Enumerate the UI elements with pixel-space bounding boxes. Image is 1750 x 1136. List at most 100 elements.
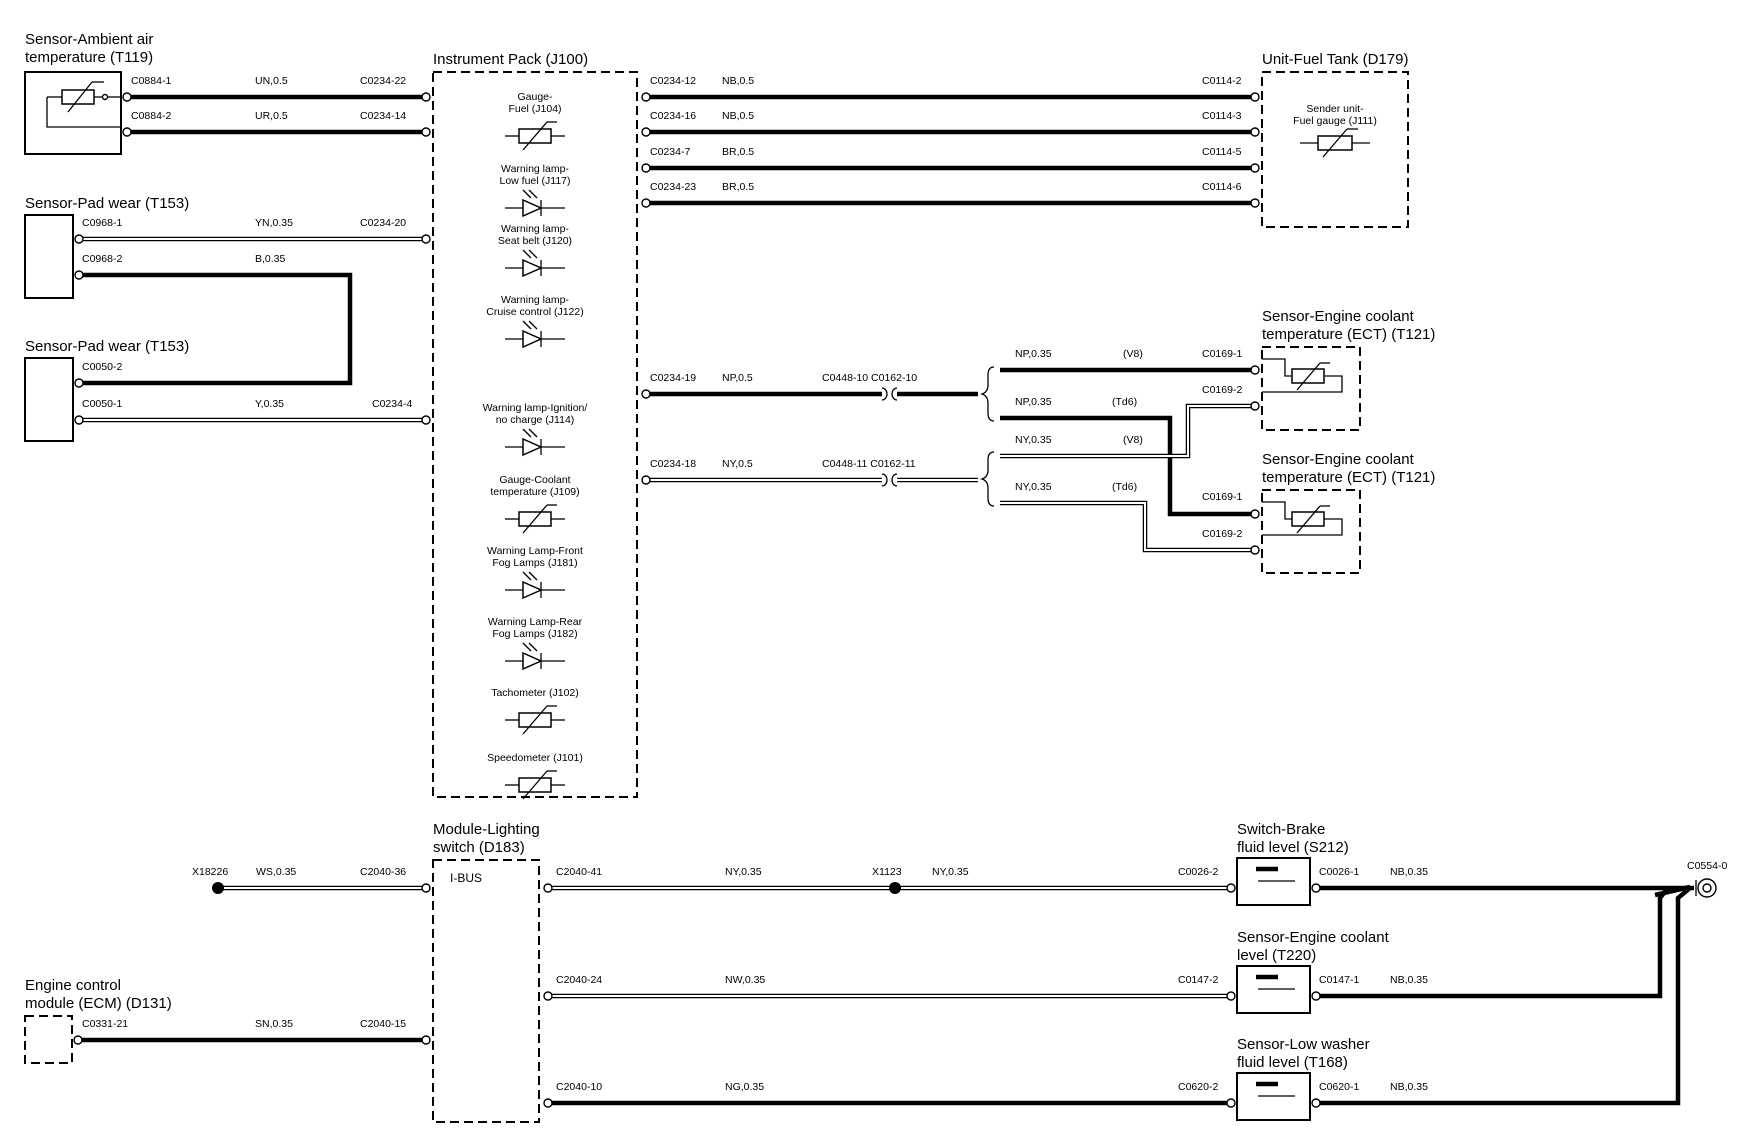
wire-label: C0026-1 [1319, 866, 1359, 878]
wire-fuel-3: C0234-7 BR,0.5 C0114-5 [641, 146, 1260, 173]
ecm-title-2: module (ECM) (D131) [25, 995, 172, 1012]
wire-label: WS,0.35 [256, 866, 296, 878]
instrument-pack-box [432, 71, 638, 798]
gauge-icon [505, 121, 565, 151]
ip-component-10: Speedometer (J101) [487, 752, 583, 800]
wire-label: UN,0.5 [255, 75, 288, 87]
wire-label: NY,0.35 [725, 866, 762, 878]
wire-label: NY,0.35 [1015, 434, 1052, 446]
brake-switch-box [1236, 857, 1311, 906]
wire-label: C0968-2 [82, 253, 122, 265]
wire-label: C0448-10 C0162-10 [822, 372, 917, 384]
wire-fuel-2: C0234-16 NB,0.5 C0114-3 [641, 110, 1260, 137]
wire-label: X18226 [192, 866, 228, 878]
ip-component-label: no charge (J114) [496, 414, 575, 426]
wire-label: C0234-19 [650, 372, 696, 384]
wire-label: C0050-2 [82, 361, 122, 373]
wire-label: C2040-24 [556, 974, 602, 986]
instrument-pack-components: Gauge-Fuel (J104) Warning lamp-Low fuel (… [483, 91, 587, 800]
pad-wear-1-box [24, 214, 74, 299]
wire-label: C0620-1 [1319, 1081, 1359, 1093]
coolant-level-title-1: Sensor-Engine coolant [1237, 929, 1390, 946]
pad-wear-1-title: Sensor-Pad wear (T153) [25, 195, 189, 212]
wire-label: X1123 [872, 866, 902, 878]
wire-coolant-level: C2040-24 NW,0.35 C0147-2 [543, 974, 1236, 1001]
ip-component-label: Gauge- [517, 91, 553, 103]
wire-label: C0234-23 [650, 181, 696, 193]
wire-label: C0234-12 [650, 75, 696, 87]
ect-2-box [1261, 489, 1361, 574]
wire-label: BR,0.5 [722, 146, 754, 158]
wire-label: Y,0.35 [255, 398, 284, 410]
wire-label: (Td6) [1112, 396, 1137, 408]
wire-pad-wear-link: C0968-2 B,0.35 C0050-2 [74, 253, 353, 388]
ibus-label: I-BUS [450, 871, 482, 885]
warning-lamp-icon [505, 571, 565, 600]
brake-switch-title-1: Switch-Brake [1237, 821, 1325, 838]
ip-component-label: Tachometer (J102) [491, 687, 579, 699]
coolant-level-title-2: level (T220) [1237, 947, 1316, 964]
wire-label: NY,0.35 [1015, 481, 1052, 493]
wire-label: C0620-2 [1178, 1081, 1218, 1093]
wire-label: C0169-1 [1202, 491, 1242, 503]
wire-fuel-1: C0234-12 NB,0.5 C0114-2 [641, 75, 1260, 102]
wire-label: C0114-6 [1202, 181, 1242, 193]
wire-label: NB,0.35 [1390, 866, 1428, 878]
wire-ect-branch-np-td6: NP,0.35 (Td6) C0169-1 [1000, 396, 1260, 519]
wire-label: C0234-20 [360, 217, 406, 229]
instrument-pack: Instrument Pack (J100) Gauge-Fuel (J104)… [432, 51, 638, 800]
warning-lamp-icon [505, 249, 565, 278]
wire-label: C0147-2 [1178, 974, 1218, 986]
wire-label: NY,0.5 [722, 458, 753, 470]
wire-label: C0234-18 [650, 458, 696, 470]
lighting-switch-title-1: Module-Lighting [433, 821, 540, 838]
gauge-icon [505, 705, 565, 735]
fuel-tank-box [1261, 71, 1409, 228]
wire-pad-wear-1: C0968-1 YN,0.35 C0234-20 [74, 217, 431, 244]
wire-label: BR,0.5 [722, 181, 754, 193]
warning-lamp-icon [505, 642, 565, 671]
fuel-sender-label-2: Fuel gauge (J111) [1293, 115, 1377, 127]
wire-label: YN,0.35 [255, 217, 293, 229]
wire-label: NP,0.5 [722, 372, 753, 384]
ip-component-label: Speedometer (J101) [487, 752, 583, 764]
wire-ect-signal: C0234-19 NP,0.5 C0448-10 C0162-10 [641, 366, 995, 422]
wire-ecm: C0331-21 SN,0.35 C2040-15 [73, 1018, 431, 1045]
brake-fluid-switch: Switch-Brake fluid level (S212) [1236, 821, 1349, 906]
ip-component-2: Warning lamp-Low fuel (J117) [499, 163, 571, 218]
ambient-air-temperature-sensor: Sensor-Ambient air temperature (T119) [24, 31, 153, 155]
ecm-box [24, 1015, 73, 1064]
wire-label: NB,0.35 [1390, 1081, 1428, 1093]
wire-label: C0234-4 [372, 398, 412, 410]
gauge-icon [505, 770, 565, 800]
ect-1-title-1: Sensor-Engine coolant [1262, 308, 1415, 325]
wire-label: C0114-2 [1202, 75, 1242, 87]
warning-lamp-icon [505, 320, 565, 349]
pad-wear-sensor-1: Sensor-Pad wear (T153) [24, 195, 189, 299]
ip-component-label: Fuel (J104) [508, 103, 561, 115]
wire-label: C0448-11 C0162-11 [822, 458, 916, 470]
ect-2-thermistor-icon [1262, 501, 1343, 536]
ect-1-title-2: temperature (ECT) (T121) [1262, 326, 1435, 343]
washer-title-1: Sensor-Low washer [1237, 1036, 1370, 1053]
wire-label: C2040-36 [360, 866, 406, 878]
pad-wear-sensor-2: Sensor-Pad wear (T153) [24, 338, 189, 442]
pad-wear-2-title: Sensor-Pad wear (T153) [25, 338, 189, 355]
wire-label: NB,0.5 [722, 110, 754, 122]
ip-component-1: Gauge-Fuel (J104) [505, 91, 565, 151]
washer-fluid-sensor: Sensor-Low washer fluid level (T168) [1236, 1036, 1370, 1121]
wire-label: C0169-1 [1202, 348, 1242, 360]
switch-icon [1256, 1081, 1295, 1097]
wire-label: (Td6) [1112, 481, 1137, 493]
wire-pad-wear-2: C0050-1 Y,0.35 C0234-4 [74, 398, 431, 425]
wire-label: NP,0.35 [1015, 396, 1052, 408]
ambient-sensor-title-2: temperature (T119) [25, 49, 153, 66]
wire-label: NP,0.35 [1015, 348, 1052, 360]
engine-control-module: Engine control module (ECM) (D131) [24, 977, 172, 1064]
ip-component-label: Warning Lamp-Front [487, 545, 583, 557]
brake-switch-title-2: fluid level (S212) [1237, 839, 1349, 856]
